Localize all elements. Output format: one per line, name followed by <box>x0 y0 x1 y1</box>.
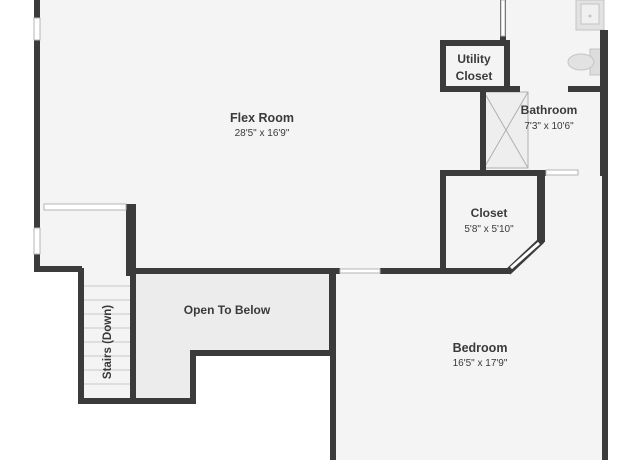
sink-icon <box>575 0 605 31</box>
bedroom-dims: 16'5" x 17'9" <box>453 358 508 369</box>
closet-name: Closet <box>471 206 508 220</box>
window-flex-lower-left <box>33 227 41 255</box>
flex-room-name: Flex Room <box>230 111 294 125</box>
open-to-below-area <box>136 274 331 400</box>
stair-treads <box>84 285 130 385</box>
window-bathroom-top <box>500 0 506 37</box>
open-to-below-label: Open To Below <box>184 303 271 317</box>
closet-dims: 5'8" x 5'10" <box>464 224 514 235</box>
door-swing-icon <box>505 237 545 275</box>
room-labels: Flex Room 28'5" x 16'9" Utility Closet B… <box>102 52 577 379</box>
stairs-floor <box>80 270 132 401</box>
bedroom-floor <box>332 272 606 460</box>
floor-fills <box>38 0 606 460</box>
utility-closet-label-line1: Utility <box>457 52 491 66</box>
window-flex-top-left <box>33 17 41 41</box>
shower-icon <box>483 91 529 169</box>
stairs-label: Stairs (Down) <box>102 305 114 379</box>
windows <box>33 0 579 274</box>
bathroom-name: Bathroom <box>521 103 578 117</box>
opening-bedroom <box>339 268 381 274</box>
window-alcove <box>43 203 127 211</box>
walls <box>34 0 608 460</box>
flex-room-dims: 28'5" x 16'9" <box>235 128 290 139</box>
bedroom-name: Bedroom <box>453 341 508 355</box>
utility-closet-label-line2: Closet <box>456 69 493 83</box>
opening-bath-closet <box>545 169 579 176</box>
bathroom-dims: 7'3" x 10'6" <box>524 121 574 132</box>
